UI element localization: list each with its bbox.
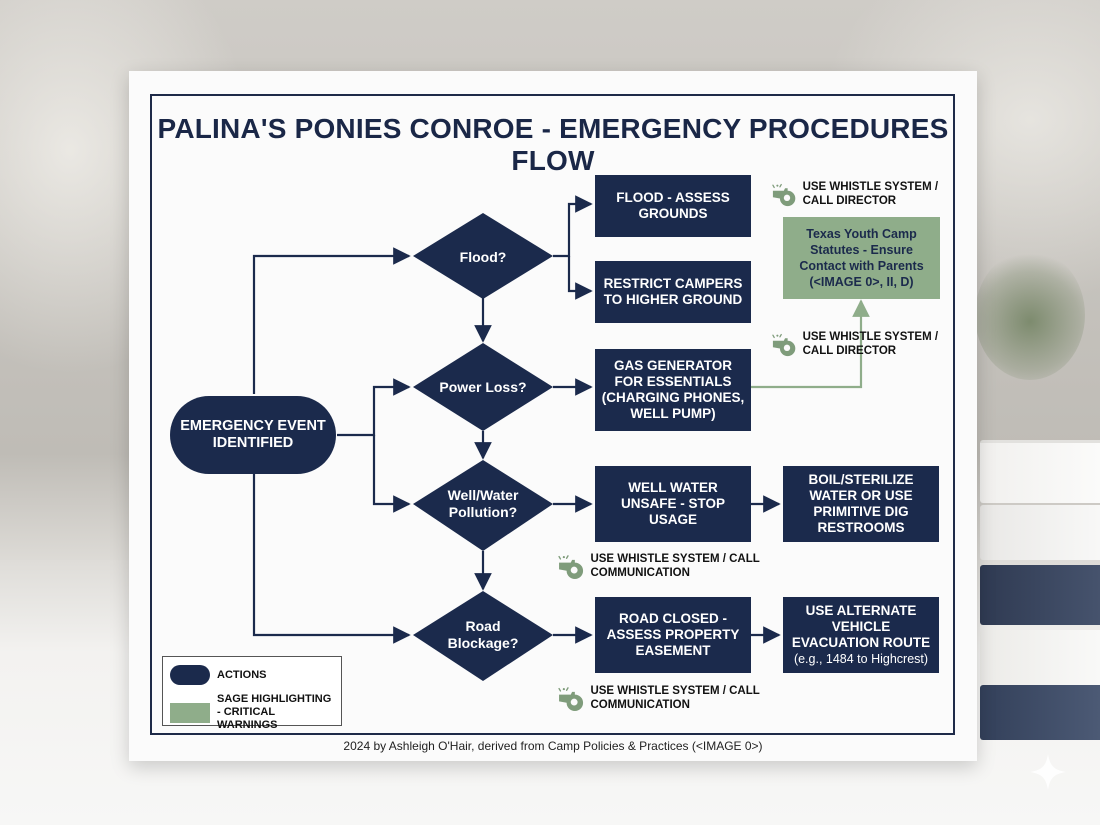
connector-flood-restrict: [567, 256, 593, 300]
note-whistle-director-middle: USE WHISTLE SYSTEM / CALL DIRECTOR: [771, 327, 951, 361]
background-plant: [975, 250, 1085, 380]
action-alternate-route: USE ALTERNATE VEHICLE EVACUATION ROUTE (…: [783, 597, 939, 673]
book: [980, 440, 1100, 503]
legend-item-actions: ACTIONS: [170, 665, 267, 685]
footer-credit: 2024 by Ashleigh O'Hair, derived from Ca…: [343, 739, 763, 753]
decision-road-label: Road Blockage?: [447, 618, 519, 651]
decision-road-diamond: [413, 591, 553, 681]
action-boil-water: BOIL/STERILIZE WATER OR USE PRIMITIVE DI…: [783, 466, 939, 542]
decision-flood-diamond: [413, 213, 553, 299]
action-alternate-route-example: (e.g., 1484 to Highcrest): [793, 652, 929, 666]
note-whistle-communication-water: USE WHISTLE SYSTEM / CALL COMMUNICATION: [557, 549, 777, 583]
decision-water-diamond: [413, 460, 553, 551]
action-restrict-campers: RESTRICT CAMPERS TO HIGHER GROUND: [595, 261, 751, 323]
book: [980, 685, 1100, 740]
note-text: USE WHISTLE SYSTEM / CALL COMMUNICATION: [590, 685, 760, 711]
whistle-icon: [558, 555, 584, 580]
action-well-unsafe: WELL WATER UNSAFE - STOP USAGE: [595, 466, 751, 542]
whistle-icon: [772, 333, 796, 357]
legend-label-actions: ACTIONS: [217, 668, 267, 681]
action-gas-generator: GAS GENERATOR FOR ESSENTIALS (CHARGING P…: [595, 349, 751, 431]
action-road-closed: ROAD CLOSED - ASSESS PROPERTY EASEMENT: [595, 597, 751, 673]
connector-generator-warning: [751, 299, 870, 389]
page-title: PALINA'S PONIES CONROE - EMERGENCY PROCE…: [157, 113, 949, 176]
decision-flood-label: Flood?: [459, 248, 507, 265]
action-alternate-route-label: USE ALTERNATE VEHICLE EVACUATION ROUTE: [791, 603, 931, 650]
note-text: USE WHISTLE SYSTEM / CALL COMMUNICATION: [590, 553, 760, 579]
flow-connectors: [252, 195, 870, 681]
legend-item-warnings: SAGE HIGHLIGHTING - CRITICAL WARNINGS: [170, 693, 337, 732]
connector-start-road: [252, 474, 411, 644]
legend: ACTIONS SAGE HIGHLIGHTING - CRITICAL WAR…: [162, 656, 342, 731]
decision-power-diamond: [413, 343, 553, 431]
book: [980, 630, 1100, 685]
critical-warning-box: Texas Youth Camp Statutes - Ensure Conta…: [783, 217, 940, 299]
legend-swatch-warnings: [170, 702, 210, 723]
sparkle-icon: [1030, 754, 1066, 790]
whistle-icon: [772, 183, 796, 207]
whistle-icon: [558, 687, 584, 712]
book: [980, 565, 1100, 625]
note-text: USE WHISTLE SYSTEM / CALL DIRECTOR: [802, 331, 939, 357]
connector-start-power: [337, 378, 411, 437]
legend-swatch-actions: [170, 665, 210, 685]
action-flood-assess: FLOOD - ASSESS GROUNDS: [595, 175, 751, 237]
note-whistle-communication-road: USE WHISTLE SYSTEM / CALL COMMUNICATION: [557, 681, 777, 715]
flowchart-poster: PALINA'S PONIES CONROE - EMERGENCY PROCE…: [129, 71, 977, 761]
connector-flood-assess: [553, 195, 593, 258]
connector-start-water: [372, 435, 411, 513]
poster-frame: [150, 94, 955, 735]
note-text: USE WHISTLE SYSTEM / CALL DIRECTOR: [802, 181, 939, 207]
connector-start-flood: [252, 247, 411, 394]
decision-power-label: Power Loss?: [439, 378, 527, 395]
start-node: EMERGENCY EVENT IDENTIFIED: [170, 396, 336, 474]
legend-label-warnings: SAGE HIGHLIGHTING - CRITICAL WARNINGS: [217, 693, 332, 731]
background-book-stack: [980, 380, 1100, 740]
book: [980, 505, 1100, 560]
note-whistle-director-top: USE WHISTLE SYSTEM / CALL DIRECTOR: [771, 177, 951, 211]
decision-water-label: Well/Water Pollution?: [447, 487, 519, 520]
